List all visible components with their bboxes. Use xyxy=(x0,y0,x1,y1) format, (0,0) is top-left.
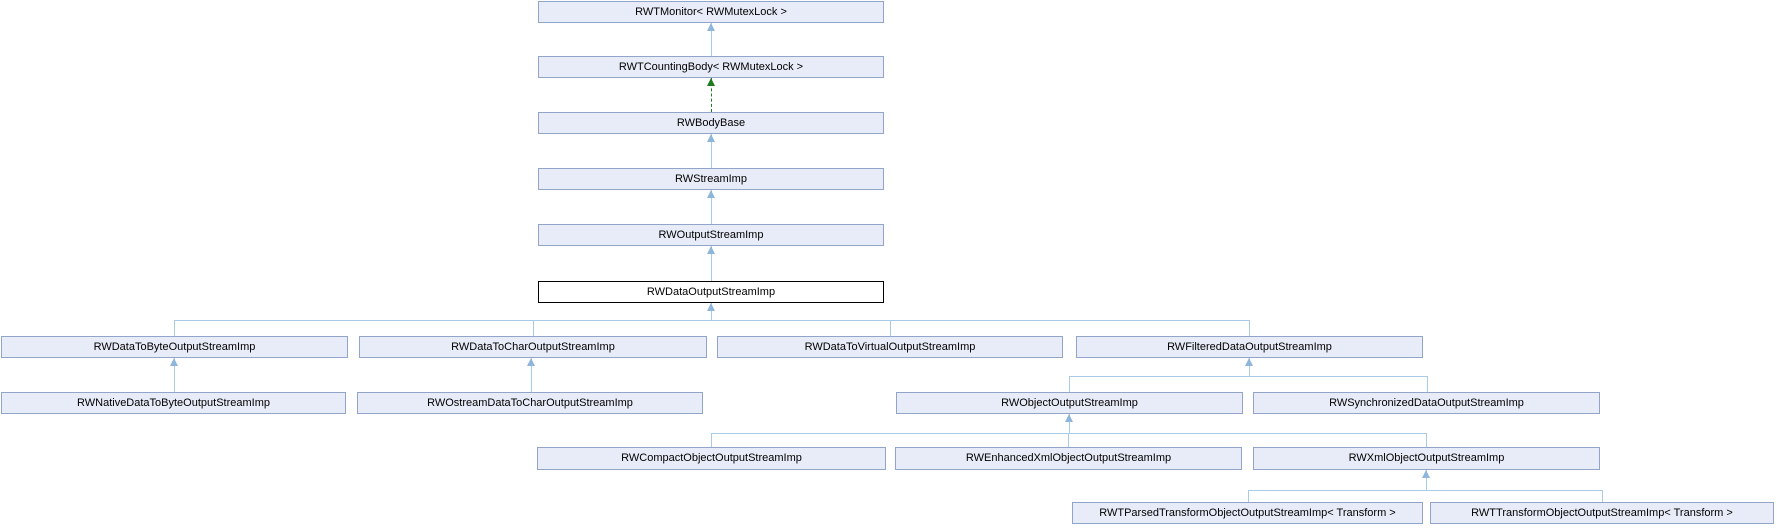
class-node-rwsynchronizeddataoutputstreamimp[interactable]: RWSynchronizedDataOutputStreamImp xyxy=(1253,392,1600,414)
inheritance-edge-vertical xyxy=(174,320,175,336)
inheritance-edge-vertical xyxy=(711,433,712,447)
class-node-rwdatatovirtualoutputstreamimp[interactable]: RWDataToVirtualOutputStreamImp xyxy=(717,336,1063,358)
inheritance-edge-vertical xyxy=(533,320,534,336)
inheritance-edge-vertical xyxy=(711,23,712,56)
arrowhead-up-icon xyxy=(1065,414,1073,422)
arrowhead-up-icon xyxy=(1422,470,1430,478)
inheritance-edge-vertical xyxy=(1427,376,1428,392)
inheritance-edge-vertical xyxy=(1069,414,1070,434)
arrowhead-up-icon xyxy=(527,358,535,366)
class-node-rwnativedatatobyteoutputstreamimp[interactable]: RWNativeDataToByteOutputStreamImp xyxy=(1,392,346,414)
inheritance-edge-vertical xyxy=(1426,433,1427,447)
arrowhead-up-icon xyxy=(707,190,715,198)
class-node-rwdatatobyteoutputstreamimp[interactable]: RWDataToByteOutputStreamImp xyxy=(1,336,348,358)
inheritance-edge-vertical xyxy=(531,358,532,392)
inheritance-edge-vertical xyxy=(1249,358,1250,377)
arrowhead-up-icon xyxy=(707,78,715,86)
arrowhead-up-icon xyxy=(1245,358,1253,366)
class-node-rwtcountingbody[interactable]: RWTCountingBody< RWMutexLock > xyxy=(538,56,884,78)
arrowhead-up-icon xyxy=(707,246,715,254)
arrowhead-up-icon xyxy=(707,134,715,142)
class-node-rwttransformobjectoutputstreamimp[interactable]: RWTTransformObjectOutputStreamImp< Trans… xyxy=(1430,502,1774,524)
class-node-rwobjectoutputstreamimp[interactable]: RWObjectOutputStreamImp xyxy=(896,392,1243,414)
class-node-rwtmonitor[interactable]: RWTMonitor< RWMutexLock > xyxy=(538,1,884,23)
arrowhead-up-icon xyxy=(707,303,715,311)
arrowhead-up-icon xyxy=(707,23,715,31)
inheritance-edge-vertical xyxy=(1602,490,1603,502)
class-node-rwenhancedxmlobjectoutputstreamimp[interactable]: RWEnhancedXmlObjectOutputStreamImp xyxy=(895,447,1242,470)
inheritance-edge-vertical xyxy=(711,303,712,321)
inheritance-edge-vertical xyxy=(1069,376,1070,392)
inheritance-edge-vertical xyxy=(890,320,891,336)
inheritance-edge-vertical xyxy=(1068,433,1069,447)
inheritance-edge-horizontal xyxy=(1248,490,1602,491)
inheritance-edge-vertical xyxy=(711,246,712,281)
class-node-rwxmlobjectoutputstreamimp[interactable]: RWXmlObjectOutputStreamImp xyxy=(1253,447,1600,470)
template-relation-edge xyxy=(711,78,712,112)
inheritance-edge-vertical xyxy=(711,190,712,224)
arrowhead-up-icon xyxy=(170,358,178,366)
class-node-rwostreamdatatocharoutputstreamimp[interactable]: RWOstreamDataToCharOutputStreamImp xyxy=(357,392,703,414)
class-node-rwdatatocharoutputstreamimp[interactable]: RWDataToCharOutputStreamImp xyxy=(359,336,707,358)
inheritance-edge-vertical xyxy=(174,358,175,392)
class-node-rwstreamimp[interactable]: RWStreamImp xyxy=(538,168,884,190)
class-node-rwtparsedtransformobjectoutputstreamimp[interactable]: RWTParsedTransformObjectOutputStreamImp<… xyxy=(1072,502,1423,524)
class-node-rwoutputstreamimp[interactable]: RWOutputStreamImp xyxy=(538,224,884,246)
inheritance-edge-horizontal xyxy=(1069,376,1427,377)
inheritance-edge-vertical xyxy=(711,134,712,168)
class-node-rwfiltereddataoutputstreamimp[interactable]: RWFilteredDataOutputStreamImp xyxy=(1076,336,1423,358)
class-node-rwcompactobjectoutputstreamimp[interactable]: RWCompactObjectOutputStreamImp xyxy=(537,447,886,470)
class-node-rwbodybase[interactable]: RWBodyBase xyxy=(538,112,884,134)
class-node-rwdataoutputstreamimp: RWDataOutputStreamImp xyxy=(538,281,884,303)
inheritance-edge-vertical xyxy=(1426,470,1427,491)
inheritance-edge-vertical xyxy=(1248,490,1249,502)
inheritance-edge-vertical xyxy=(1249,320,1250,336)
